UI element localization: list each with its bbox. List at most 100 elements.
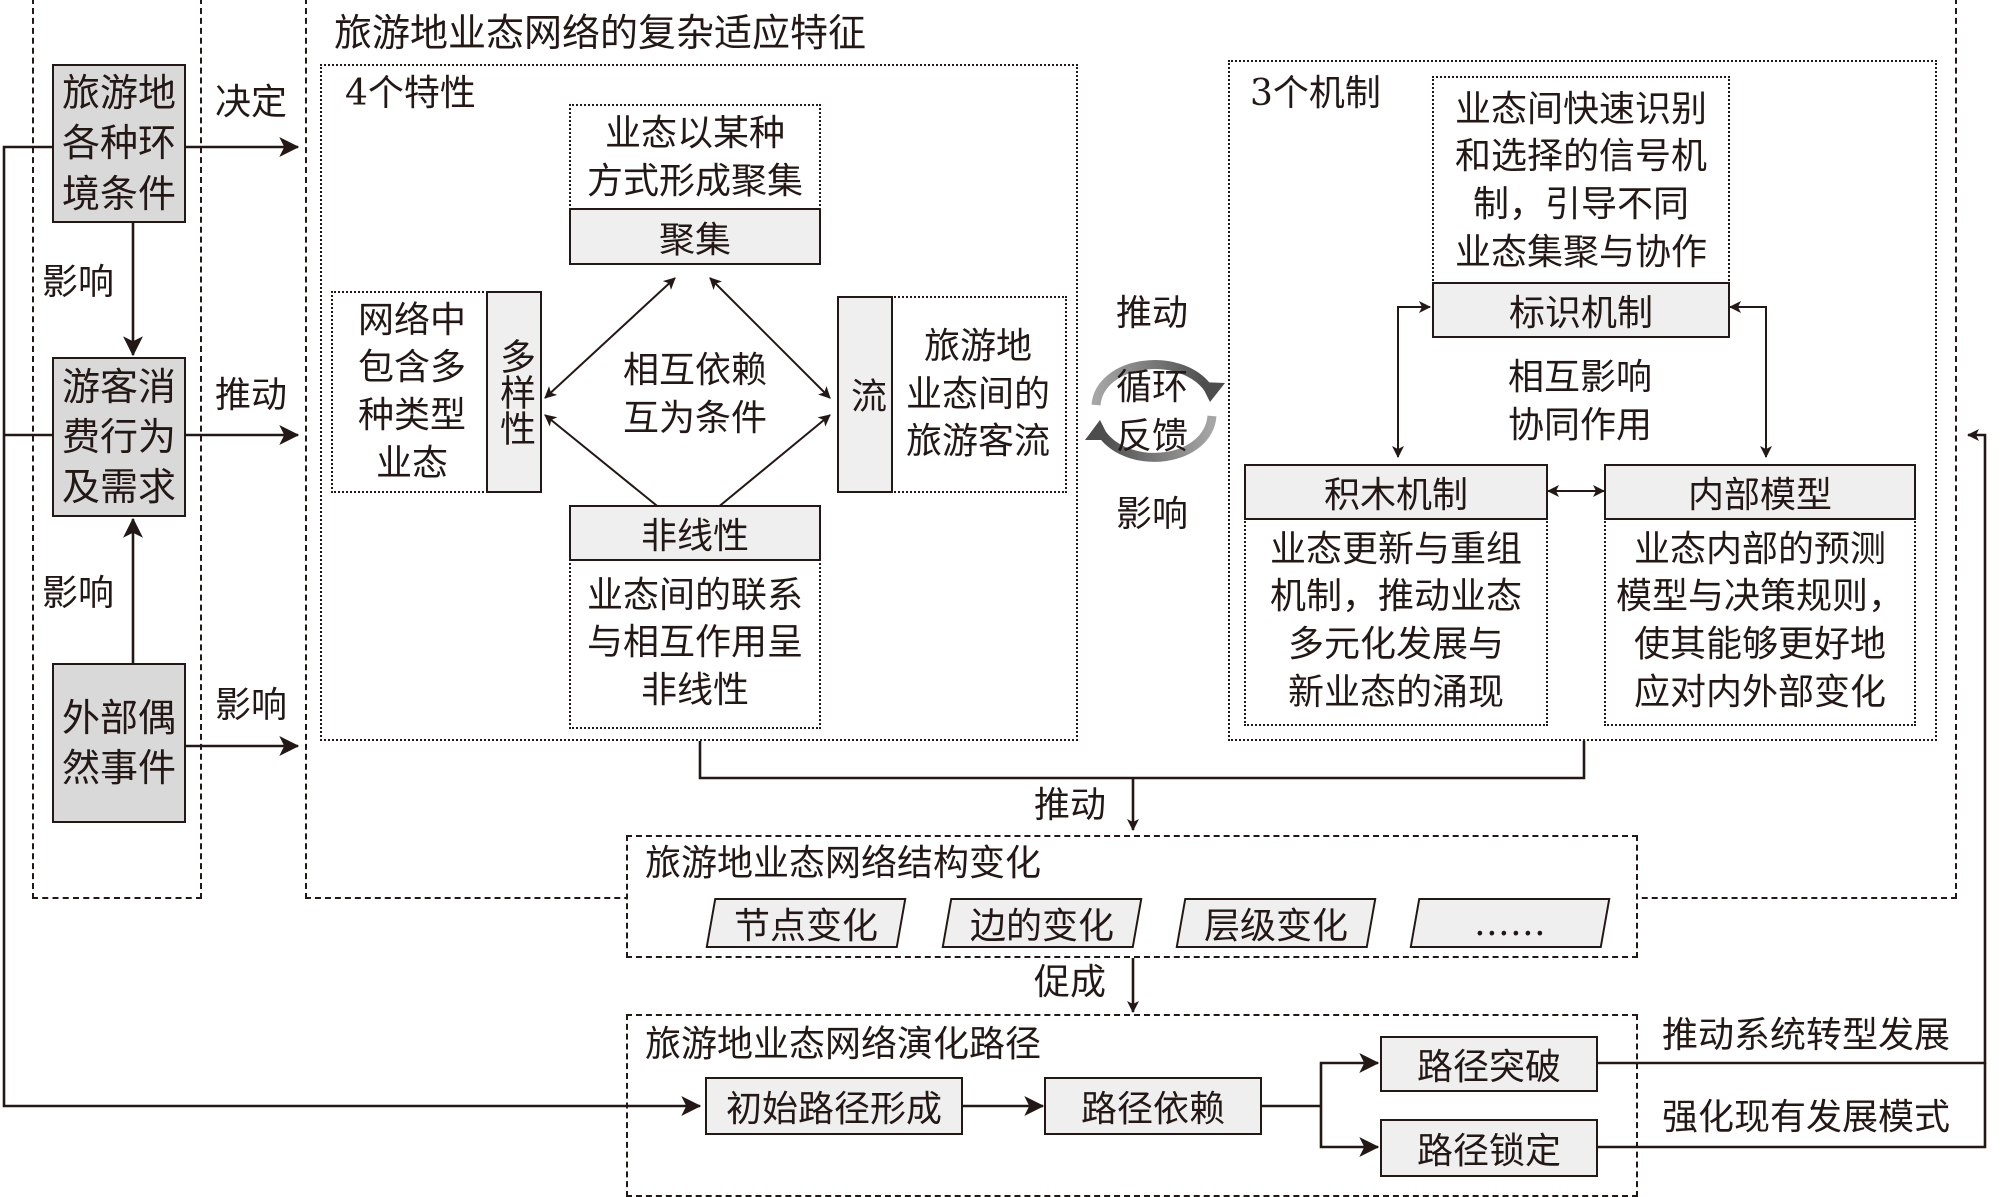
arrow-to-breakthrough: [1319, 1053, 1380, 1106]
structure-item-label: 边的变化: [969, 906, 1114, 947]
features-center-line: 相互依赖: [622, 350, 767, 392]
edge-label-determine: 决定: [215, 82, 288, 123]
structure-item: 边的变化: [941, 898, 1143, 948]
path-title: 旅游地业态网络演化路径: [645, 1024, 1042, 1065]
driver-tourist-line: 费行为: [61, 414, 176, 459]
mechanisms-center-text: 相互影响 协同作用: [1480, 352, 1680, 452]
structure-item: 节点变化: [705, 898, 907, 948]
structure-item-label: ……: [1474, 902, 1546, 944]
building-block-label: 积木机制: [1323, 475, 1468, 516]
driver-environment-line: 旅游地: [61, 71, 176, 116]
driver-tourist-line: 游客消: [61, 364, 176, 409]
path-panel: [626, 1014, 1638, 1197]
driver-environment-line: 境条件: [61, 171, 176, 216]
cluster-desc: 业态以某种 方式形成聚集: [569, 104, 821, 210]
path-step-label: 路径依赖: [1080, 1089, 1225, 1130]
features-center-line: 互为条件: [622, 398, 767, 439]
cycle-arrow-top: [1091, 360, 1212, 406]
nonlinear-desc-line: 与相互作用呈: [586, 622, 803, 664]
edge-label-external-to-tourist: 影响: [42, 573, 115, 614]
flow-label: 流: [845, 376, 886, 413]
diversity-desc-line: 包含多: [357, 347, 466, 389]
diversity-desc: 网络中 包含多 种类型 业态: [331, 291, 491, 493]
tagging-desc-line: 制，引导不同: [1472, 184, 1689, 225]
driver-external-line: 然事件: [61, 746, 176, 790]
cycle-center-line: 反馈: [1116, 416, 1189, 457]
diversity-label: 多样性: [494, 338, 535, 446]
arrow-flow-nonlinear: [704, 414, 831, 519]
structure-item: ……: [1409, 898, 1611, 948]
path-branch-lockin: 路径锁定: [1380, 1119, 1598, 1177]
arrow-diversity-nonlinear: [544, 414, 673, 519]
path-step-label: 初始路径形成: [725, 1089, 942, 1130]
tagging-box: 标识机制: [1432, 282, 1730, 338]
driver-tourist-box: 游客消 费行为 及需求: [52, 357, 186, 517]
nonlinear-box: 非线性: [569, 505, 821, 561]
flow-desc-line: 旅游地: [923, 326, 1032, 368]
arrow-cluster-diversity: [544, 277, 676, 399]
building-block-box: 积木机制: [1244, 464, 1548, 520]
path-branch-breakthrough: 路径突破: [1380, 1036, 1598, 1092]
structure-title: 旅游地业态网络结构变化: [645, 843, 1042, 884]
arrow-tag-building: [1392, 301, 1431, 458]
nonlinear-label: 非线性: [640, 516, 749, 557]
flow-desc-line: 业态间的: [905, 373, 1050, 415]
flow-desc: 旅游地 业态间的 旅游客流: [891, 296, 1067, 493]
cas-panel-title: 旅游地业态网络的复杂适应特征: [334, 11, 867, 55]
nonlinear-desc-line: 业态间的联系: [586, 574, 803, 616]
feedback-lockin: [1598, 1063, 1987, 1149]
features-panel: [320, 64, 1078, 741]
building-block-desc-line: 多元化发展与: [1287, 624, 1504, 665]
arrow-cluster-flow: [709, 277, 831, 399]
diversity-box: 多样性: [486, 291, 542, 493]
path-step-dependence: 路径依赖: [1044, 1077, 1262, 1135]
driver-tourist-line: 及需求: [61, 465, 176, 510]
features-label: 4个特性: [345, 73, 476, 114]
nonlinear-desc-line: 非线性: [640, 669, 749, 711]
features-center-text: 相互依赖 互为条件: [590, 340, 800, 450]
tagging-label: 标识机制: [1508, 293, 1653, 334]
mechanisms-panel: [1228, 60, 1937, 741]
internal-model-desc-line: 业态内部的预测: [1633, 528, 1886, 570]
building-block-desc-line: 机制，推动业态: [1269, 576, 1522, 618]
cycle-center-line: 循环: [1116, 367, 1189, 408]
driver-external-line: 外部偶: [61, 695, 176, 740]
connector-features-mechanisms: [698, 741, 1586, 780]
cluster-box: 聚集: [569, 208, 821, 265]
edge-label-drive: 推动: [215, 375, 288, 416]
feedback-breakthrough: [1598, 429, 1987, 1065]
mechanisms-center-line: 协同作用: [1507, 405, 1652, 446]
building-block-desc-line: 新业态的涌现: [1287, 671, 1504, 713]
cluster-desc-line: 方式形成聚集: [586, 161, 803, 202]
tagging-desc-line: 业态间快速识别: [1454, 88, 1707, 130]
diversity-desc-line: 种类型: [357, 395, 466, 436]
internal-model-desc: 业态内部的预测 模型与决策规则， 使其能够更好地 应对内外部变化: [1604, 518, 1916, 726]
driver-environment-line: 各种环: [61, 121, 176, 166]
path-branch-label: 路径锁定: [1416, 1131, 1561, 1172]
structure-item-label: 层级变化: [1203, 906, 1348, 947]
diversity-desc-line: 业态: [375, 442, 448, 484]
driver-environment-box: 旅游地 各种环 境条件: [52, 64, 186, 223]
outcome-lockin: 强化现有发展模式: [1662, 1097, 1951, 1138]
nonlinear-desc: 业态间的联系 与相互作用呈 非线性: [569, 559, 821, 729]
internal-model-desc-line: 模型与决策规则，: [1615, 576, 1904, 618]
cycle-arrows-icon: [1085, 360, 1225, 462]
building-block-desc-line: 业态更新与重组: [1269, 528, 1522, 570]
tagging-desc: 业态间快速识别 和选择的信号机 制，引导不同 业态集聚与协作: [1432, 76, 1730, 284]
path-step-initial: 初始路径形成: [705, 1077, 963, 1135]
building-block-desc: 业态更新与重组 机制，推动业态 多元化发展与 新业态的涌现: [1244, 518, 1548, 726]
internal-model-box: 内部模型: [1604, 464, 1916, 520]
path-incoming-label: 促成: [1034, 962, 1107, 1003]
structure-item-label: 节点变化: [733, 906, 878, 947]
cycle-arrow-bottom: [1098, 415, 1217, 462]
structure-item: 层级变化: [1175, 898, 1377, 948]
flow-box: 流: [837, 296, 893, 493]
internal-model-desc-line: 应对内外部变化: [1633, 671, 1886, 713]
edge-label-env-to-tourist: 影响: [42, 262, 115, 303]
rail-env-to-path: [2, 145, 702, 1116]
drivers-panel: [32, 0, 202, 899]
path-branch-label: 路径突破: [1416, 1047, 1561, 1088]
driver-external-box: 外部偶 然事件: [52, 663, 186, 823]
arrow-tag-internal: [1729, 301, 1772, 458]
